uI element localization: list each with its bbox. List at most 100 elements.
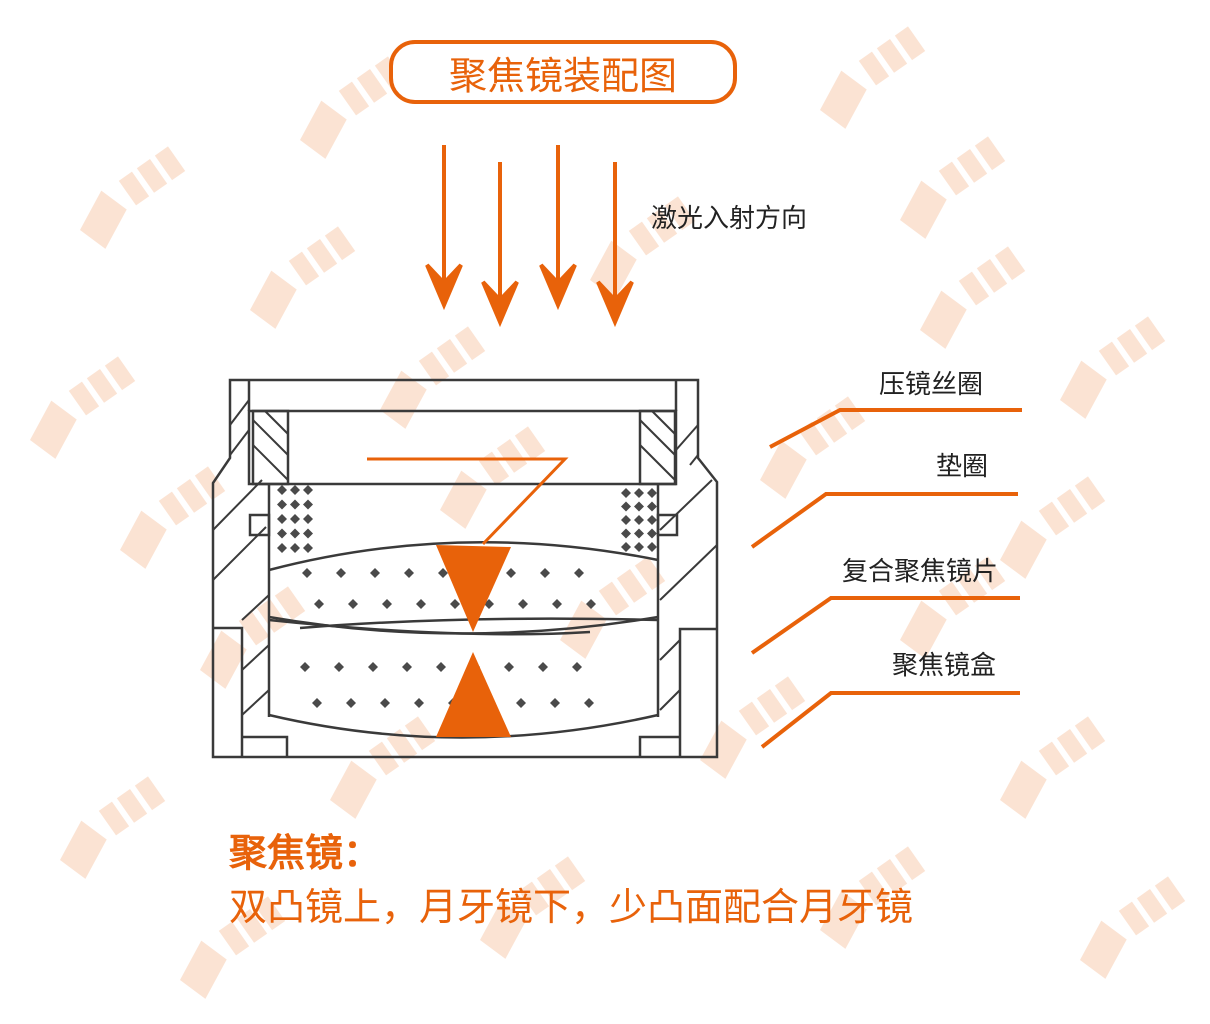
texture-dot [436,662,446,672]
watermark-logo [180,896,286,999]
texture-dot [506,568,516,578]
texture-dot [368,662,378,672]
texture-dot [290,528,300,539]
texture-dot [346,698,356,708]
texture-dot [303,514,313,524]
texture-dot [404,568,414,578]
beam-diverging-triangle [436,652,511,737]
texture-dot [516,698,526,708]
leader-lines [750,408,1022,749]
laser-arrow-head-icon [425,263,463,311]
texture-dot [402,662,412,672]
texture-dot [438,568,448,578]
texture-dot [574,568,584,578]
watermark-logo [80,146,186,249]
texture-dot [634,542,644,552]
label-lens-box: 聚焦镜盒 [892,651,997,681]
texture-dot [300,662,310,672]
watermark-logo [1060,316,1166,419]
watermark-logo [380,326,486,429]
housing-outline [211,378,719,759]
texture-dot [572,662,582,672]
watermark-logo [120,466,226,569]
caption-title: 聚焦镜： [229,831,382,875]
texture-dot [552,599,562,609]
texture-dot [290,543,300,553]
texture-dot [380,698,390,708]
watermark-logo [330,716,436,819]
press-ring [247,409,678,486]
leader-lens-box [760,691,1020,749]
label-press-ring: 压镜丝圈 [879,370,984,400]
watermark-logo [250,226,356,329]
texture-dot [621,488,631,498]
watermark-logo [200,586,306,689]
laser-arrow-head-icon [539,263,577,311]
texture-dot [277,499,287,510]
watermark-logo [1000,476,1106,579]
label-gasket: 垫圈 [936,452,989,482]
texture-dot [621,515,631,525]
texture-dot [290,514,300,524]
press-ring-hatch-right [638,409,677,486]
texture-dot [450,599,460,609]
watermark-logo [700,676,806,779]
texture-dot [303,528,313,539]
texture-dot [277,543,287,553]
leader-press-ring [769,408,1022,449]
press-ring-hatch-left [251,409,290,486]
label-compound-lens: 复合聚焦镜片 [842,557,999,587]
texture-dot [634,528,644,539]
texture-dot [538,662,548,672]
diagram-title: 聚焦镜装配图 [389,40,737,104]
texture-dot [303,543,313,553]
texture-dot [586,599,596,609]
texture-dot [647,515,657,525]
texture-dot [647,488,657,498]
texture-dot [540,568,550,578]
texture-dot [647,542,657,552]
glass-texture-dots [277,485,657,708]
texture-dot [303,499,313,510]
hatching [212,399,718,716]
texture-dot [621,542,631,552]
watermark-logo [30,356,136,459]
texture-dot [621,501,631,512]
texture-dot [414,698,424,708]
laser-arrow-head-icon [596,280,634,328]
watermark-logo [1080,876,1186,979]
texture-dot [290,499,300,510]
texture-dot [312,698,322,708]
texture-dot [382,599,392,609]
texture-dot [647,528,657,539]
texture-dot [348,599,358,609]
texture-dot [584,698,594,708]
caption-body: 双凸镜上，月牙镜下，少凸面配合月牙镜 [229,885,914,929]
watermark-logo [920,246,1026,349]
texture-dot [550,698,560,708]
label-pointer-ray [367,457,569,546]
laser-arrows [425,145,634,328]
texture-dot [370,568,380,578]
watermark-logo [820,846,926,949]
lens-housing [211,378,719,759]
texture-dot [334,662,344,672]
leader-gasket [750,492,1018,549]
watermark-logo [820,26,926,129]
texture-dot [518,599,528,609]
watermark-logo [1000,716,1106,819]
texture-dot [647,501,657,512]
leader-compound-lens [750,596,1020,655]
texture-dot [336,568,346,578]
texture-dot [634,488,644,498]
texture-dot [303,485,313,495]
focus-beam [436,545,511,737]
beam-converging-triangle [436,545,511,632]
laser-arrow-head-icon [481,280,519,328]
texture-dot [314,599,324,609]
texture-dot [302,568,312,578]
texture-dot [634,515,644,525]
texture-dot [634,501,644,512]
